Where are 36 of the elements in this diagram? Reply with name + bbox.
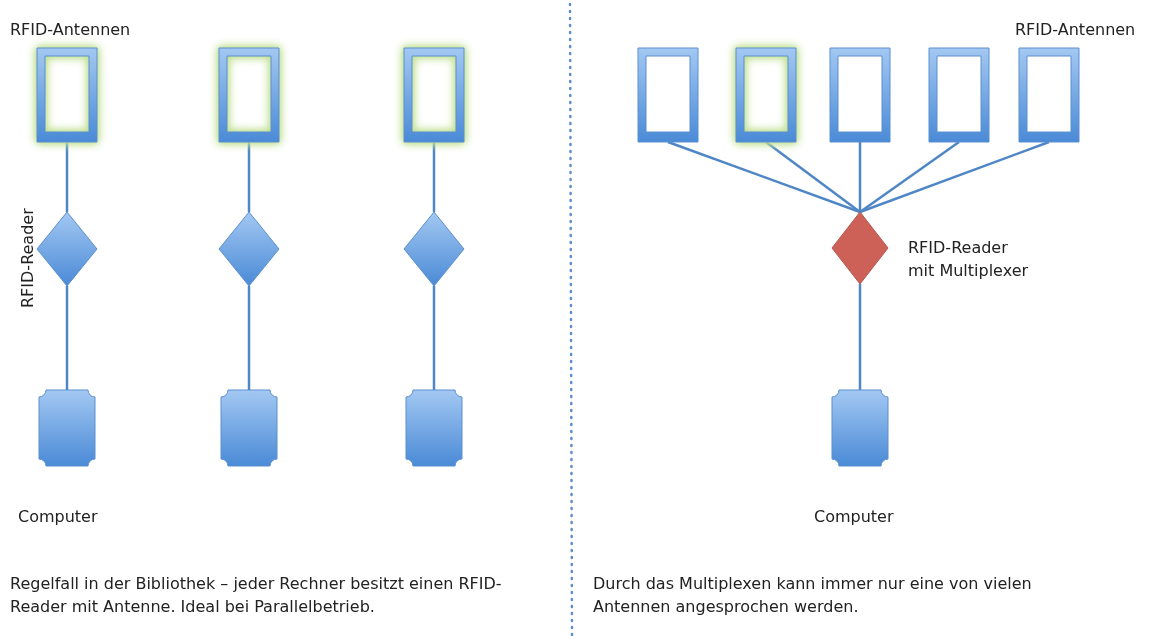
antenna-symbol: [638, 48, 698, 142]
reader-diamond: [404, 212, 464, 286]
node-caption: Computer: [18, 506, 99, 528]
node-caption: RFID-Reader mit Multiplexer: [908, 237, 1030, 283]
computer-symbol: [221, 390, 277, 466]
computer-symbol: [39, 390, 95, 466]
connector-line: [859, 140, 1050, 214]
connector-line: [858, 142, 862, 212]
group-label: RFID-Antennen: [10, 19, 132, 41]
antenna-symbol: [37, 48, 97, 142]
connector-line: [859, 141, 960, 213]
computer-symbol: [832, 390, 888, 466]
caption-text: Regelfall in der Bibliothek – jeder Rechner besitzt einen RFID-Reader mit Antenne. Ideal bei Parallelbetrieb.: [10, 573, 503, 619]
antenna-symbol: [219, 48, 279, 142]
antenna-symbol: [404, 48, 464, 142]
antenna-symbol: [1019, 48, 1079, 142]
reader-diamond: [219, 212, 279, 286]
connector-line: [858, 284, 862, 390]
antenna-symbol: [736, 48, 796, 142]
computer-symbol: [406, 390, 462, 466]
axis-label: RFID-Reader: [17, 208, 38, 308]
antenna-symbol: [929, 48, 989, 142]
node-caption: Computer: [814, 506, 895, 528]
connector-line: [247, 142, 251, 212]
connector-line: [667, 140, 861, 214]
reader-diamond: [37, 212, 97, 286]
antenna-symbol: [830, 48, 890, 142]
connector-line: [65, 286, 69, 390]
connector-line: [432, 142, 436, 212]
connector-line: [432, 286, 436, 390]
group-label: RFID-Antennen: [1015, 19, 1137, 41]
connector-line: [65, 142, 69, 212]
reader-diamond: [832, 212, 888, 284]
caption-text: Durch das Multiplexen kann immer nur eine von vielen Antennen angesprochen werden.: [593, 573, 1033, 619]
connector-line: [765, 141, 861, 213]
connector-line: [247, 286, 251, 390]
